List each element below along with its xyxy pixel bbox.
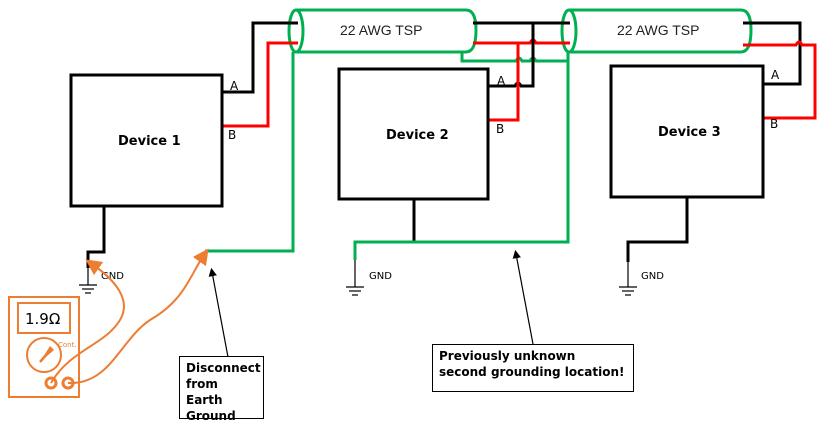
probe-jack-1 (44, 376, 58, 390)
cable-1-label: 22 AWG TSP (340, 22, 422, 38)
wire-b-trunk (473, 38, 570, 45)
wire-a-dev1 (222, 21, 298, 94)
callout-second-ground-text: Previously unknown second grounding loca… (439, 349, 625, 379)
multimeter-reading: 1.9Ω (25, 310, 60, 328)
device-3-ground-wire (626, 197, 689, 262)
cable-1: 22 AWG TSP (287, 8, 478, 54)
ground-symbol-2-icon (346, 260, 364, 296)
callout-disconnect-pointer (208, 267, 229, 358)
callout-disconnect-text: Disconnect from Earth Ground (186, 361, 261, 423)
device-2[interactable]: Device 2 A B (337, 67, 506, 201)
probe-lead-shield (67, 248, 209, 385)
ground-symbol-1-icon (79, 268, 97, 294)
wire-b-dev3 (743, 40, 817, 120)
shield-drain-1 (205, 52, 295, 253)
device-3-pin-a: A (771, 68, 780, 82)
cable-1-shield (296, 8, 478, 54)
cable-1-end (287, 8, 305, 54)
device-3-pin-b: B (770, 117, 778, 131)
device-2-pin-a: A (497, 74, 506, 88)
device-1[interactable]: Device 1 A B (69, 73, 239, 208)
multimeter: 1.9Ω Cont. (8, 296, 80, 398)
device-3-label: Device 3 (658, 125, 721, 140)
wire-a-dev2 (488, 23, 535, 88)
device-3-ground-label: GND (641, 271, 664, 282)
device-1-pin-b: B (228, 128, 236, 142)
device-1-pin-a: A (230, 79, 239, 93)
cable-2-shield (569, 8, 753, 54)
callout-second-ground-pointer (512, 249, 534, 345)
wire-b-dev2 (488, 43, 520, 122)
ground-symbol-3-icon (619, 262, 637, 296)
multimeter-dial (26, 337, 62, 373)
shield-drain-2 (353, 52, 570, 260)
cable-2-label: 22 AWG TSP (617, 22, 699, 38)
callout-disconnect: Disconnect from Earth Ground (179, 356, 264, 423)
device-2-ground-label: GND (369, 271, 392, 282)
wire-a-dev3 (743, 21, 802, 86)
multimeter-mode: Cont. (58, 341, 77, 349)
device-1-ground-label: GND (101, 271, 124, 282)
device-1-ground-wire (86, 206, 106, 268)
multimeter-display (17, 302, 71, 334)
callout-second-ground: Previously unknown second grounding loca… (432, 344, 634, 392)
device-3[interactable]: Device 3 A B (609, 64, 780, 199)
shield-jumper (460, 52, 567, 63)
cable-2: 22 AWG TSP (560, 8, 753, 54)
device-1-label: Device 1 (118, 134, 181, 149)
wire-b-dev1 (222, 41, 298, 128)
device-2-label: Device 2 (386, 128, 449, 143)
probe-lead-ground (50, 259, 125, 384)
device-2-pin-b: B (496, 122, 504, 136)
cable-2-end (560, 8, 578, 54)
